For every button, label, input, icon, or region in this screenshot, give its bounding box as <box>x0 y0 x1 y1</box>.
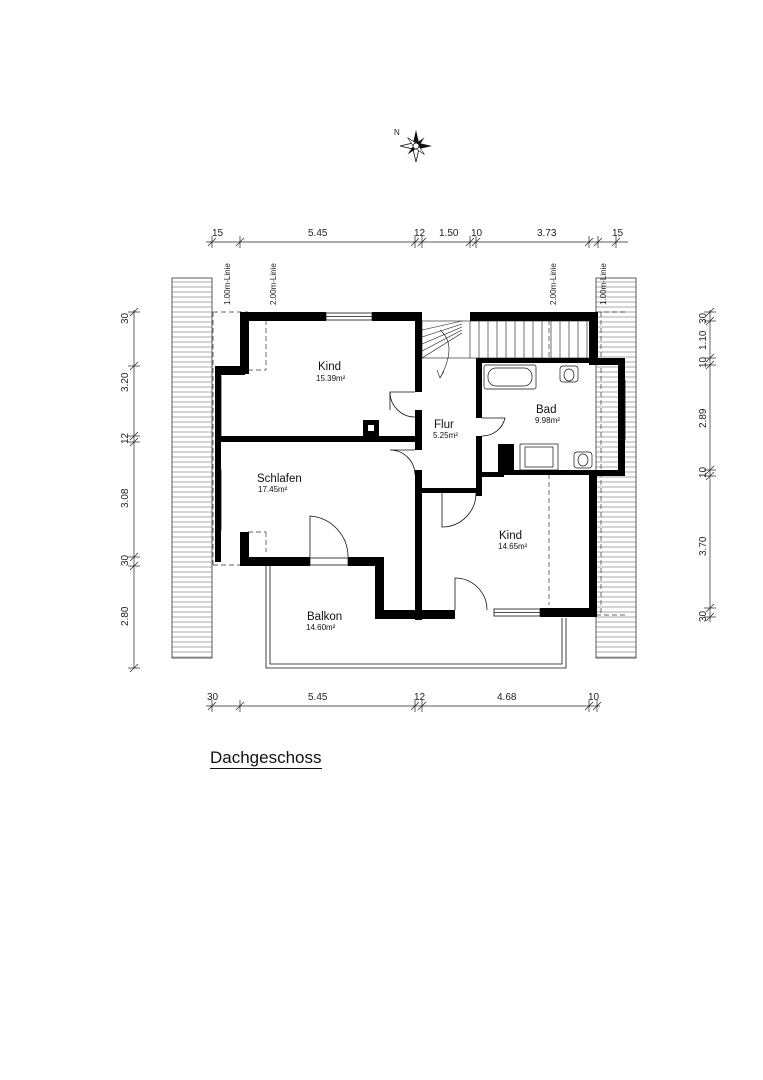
bathroom-fixtures <box>483 364 593 471</box>
dim-right-3: 10 <box>698 356 709 368</box>
height-line-label-4: 1.00m-Linie <box>599 263 608 305</box>
compass-north-label: N <box>394 128 400 137</box>
walls <box>215 312 625 620</box>
room-schlafen-area: 17.45m² <box>258 485 288 494</box>
dim-right-7: 30 <box>698 610 709 622</box>
dim-bottom-5: 10 <box>588 692 600 703</box>
height-line-label-2: 2.00m-Linie <box>269 263 278 305</box>
dimension-labels-left: 30 3.20 12 3.08 30 2.80 <box>120 312 131 626</box>
room-flur-name: Flur <box>434 419 454 431</box>
dim-top-5: 10 <box>471 228 483 239</box>
compass-icon: N <box>394 128 432 163</box>
height-line-label-3: 2.00m-Linie <box>549 263 558 305</box>
dim-left-3: 12 <box>120 432 131 444</box>
dim-top-7: 15 <box>612 228 624 239</box>
dim-left-5: 30 <box>120 554 131 566</box>
dim-right-4: 2.89 <box>698 408 709 428</box>
room-schlafen-name: Schlafen <box>257 473 302 485</box>
dim-top-6: 3.73 <box>537 228 557 239</box>
dim-right-5: 10 <box>698 466 709 478</box>
balcony-railing <box>265 566 567 669</box>
dimension-labels-right: 30 1.10 10 2.89 10 3.70 30 <box>698 312 709 622</box>
dim-right-1: 30 <box>698 312 709 324</box>
roof-hatching-left <box>171 277 213 659</box>
windows <box>215 312 626 617</box>
dim-left-4: 3.08 <box>120 488 131 508</box>
dim-top-2: 5.45 <box>308 228 328 239</box>
room-balkon-name: Balkon <box>307 611 342 623</box>
dim-bottom-2: 5.45 <box>308 692 328 703</box>
height-line-label-1: 1.00m-Linie <box>223 263 232 305</box>
room-bad-name: Bad <box>536 404 556 416</box>
room-kind-1-area: 15.39m² <box>316 374 346 383</box>
room-flur-area: 5.25m² <box>433 431 458 440</box>
dim-bottom-3: 12 <box>414 692 426 703</box>
dimension-labels-top: 15 5.45 12 1.50 10 3.73 15 <box>212 228 624 239</box>
dim-left-1: 30 <box>120 312 131 324</box>
room-kind-1-name: Kind <box>318 361 341 373</box>
roof-hatching-right <box>595 277 637 659</box>
room-balkon-area: 14.60m² <box>306 623 336 632</box>
dim-bottom-1: 30 <box>207 692 219 703</box>
room-labels: Kind 15.39m² Flur 5.25m² Bad 9.98m² Schl… <box>257 361 560 632</box>
dim-right-2: 1.10 <box>698 330 709 350</box>
dim-left-6: 2.80 <box>120 606 131 626</box>
height-line-labels: 1.00m-Linie 2.00m-Linie 2.00m-Linie 1.00… <box>223 263 608 305</box>
dim-top-1: 15 <box>212 228 224 239</box>
dim-top-3: 12 <box>414 228 426 239</box>
drawing-title: Dachgeschoss <box>210 748 322 769</box>
dimension-labels-bottom: 30 5.45 12 4.68 10 <box>207 692 600 703</box>
dimension-lines <box>128 236 716 712</box>
room-kind-2-area: 14.65m² <box>498 542 528 551</box>
dim-right-6: 3.70 <box>698 536 709 556</box>
dim-top-4: 1.50 <box>439 228 459 239</box>
room-bad-area: 9.98m² <box>535 416 560 425</box>
doors <box>309 391 506 611</box>
dim-left-2: 3.20 <box>120 372 131 392</box>
staircase <box>421 320 591 379</box>
room-kind-2-name: Kind <box>499 530 522 542</box>
dim-bottom-4: 4.68 <box>497 692 517 703</box>
